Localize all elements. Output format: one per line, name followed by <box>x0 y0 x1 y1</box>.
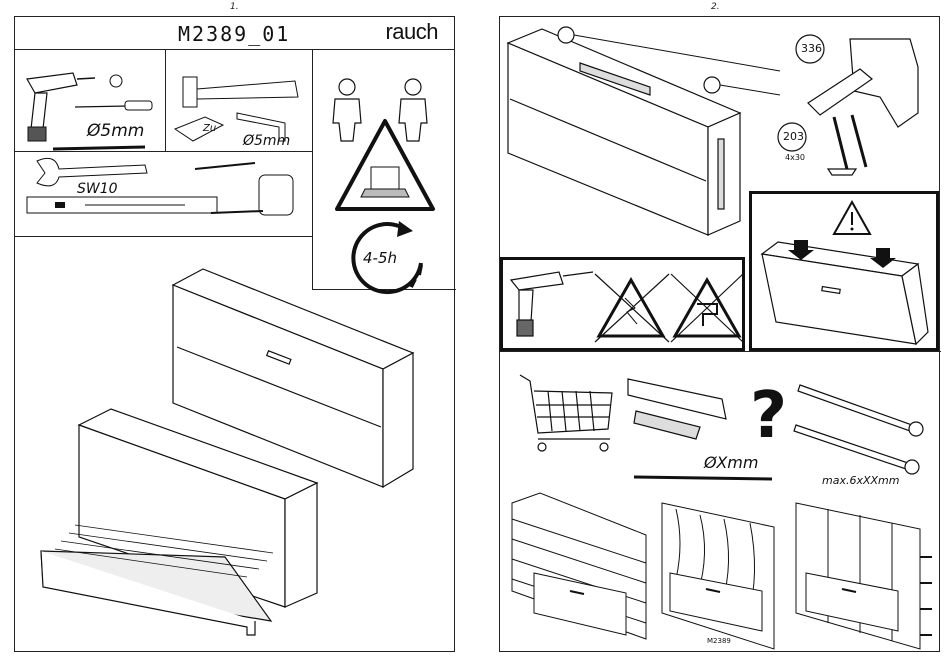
instruction-page-2: 336 203 4x30 <box>499 16 940 652</box>
divider-line <box>500 351 941 352</box>
panel-wall-mounting-illustration <box>500 483 941 653</box>
screw-part-number: 203 <box>783 130 804 143</box>
attention-warning-panel <box>749 191 939 351</box>
no-water-pipe-icon <box>503 260 743 350</box>
instruction-page-1: M2389_01 rauch Ø5mm Zu Ø5mm <box>14 16 455 652</box>
flap-closing-illustration <box>752 194 938 350</box>
bracket-part-number: 336 <box>801 42 822 55</box>
footer-code: M2389 <box>707 637 731 645</box>
page-number: 1. <box>230 2 239 12</box>
page-number: 2. <box>711 2 720 12</box>
wall-bed-open-illustration <box>15 17 456 653</box>
screw-size-label: 4x30 <box>785 153 805 162</box>
no-drilling-warning-panel <box>500 257 745 351</box>
